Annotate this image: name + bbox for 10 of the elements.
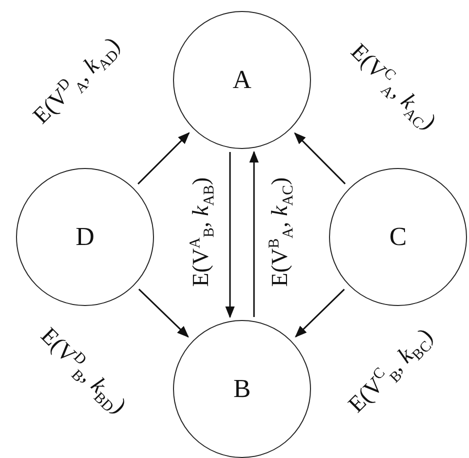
state-label: B [233, 374, 251, 404]
arrow [138, 288, 189, 338]
arrow [138, 132, 190, 184]
arrow [249, 150, 259, 318]
state-label: A [232, 65, 252, 95]
state-label: C [389, 222, 407, 252]
arrow [294, 288, 345, 338]
state-label: D [76, 222, 94, 252]
arrow [225, 152, 235, 318]
arrow [294, 132, 346, 184]
